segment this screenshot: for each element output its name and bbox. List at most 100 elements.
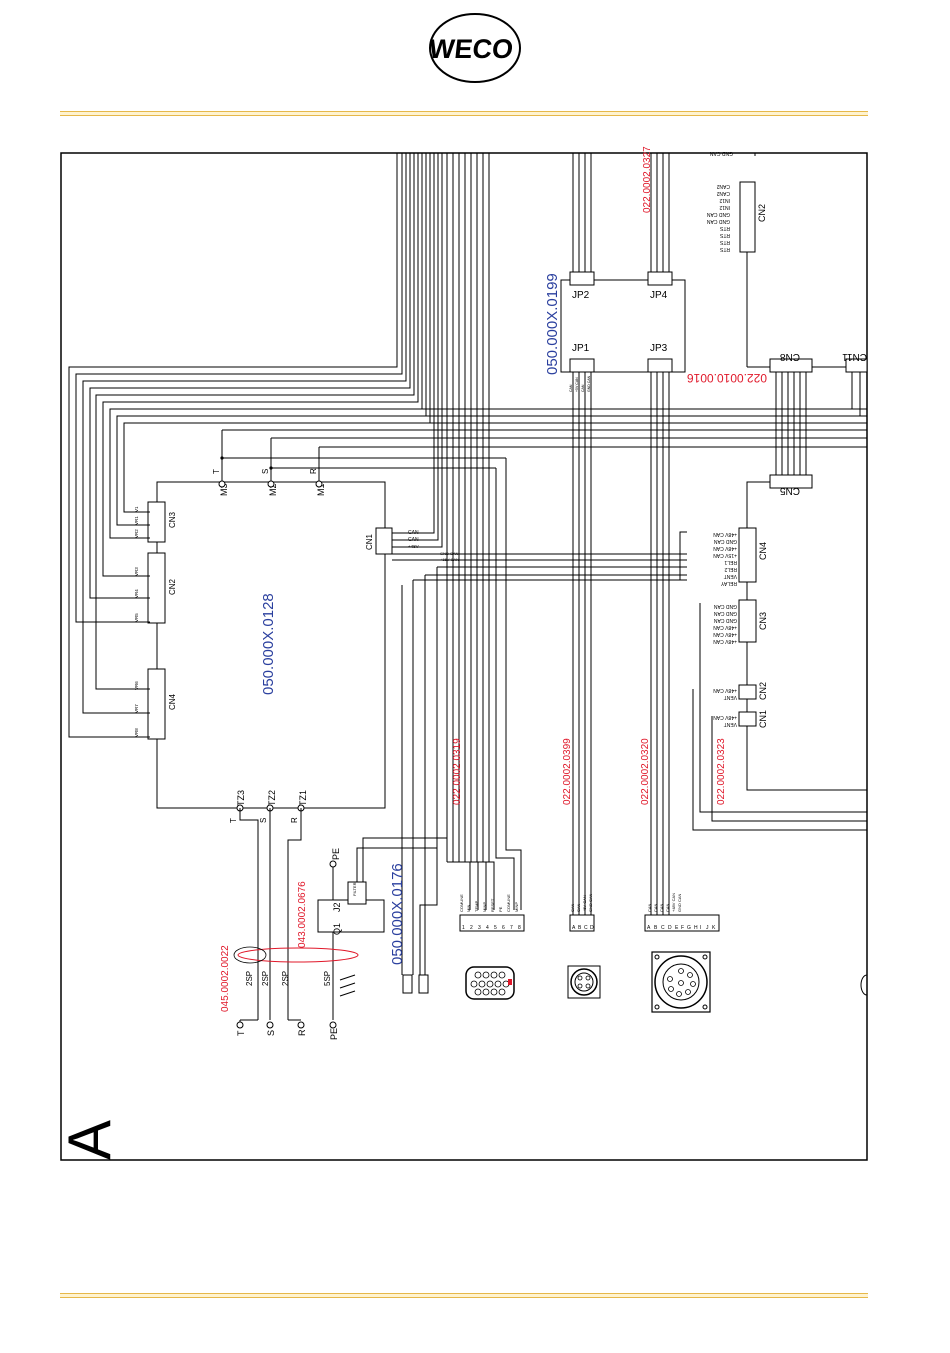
svg-text:VR4: VR4 — [134, 589, 139, 598]
svg-text:VR1: VR1 — [134, 516, 139, 525]
svg-text:CN3: CN3 — [758, 612, 768, 630]
svg-text:+48V CAN: +48V CAN — [713, 687, 737, 693]
svg-text:2SP: 2SP — [281, 971, 290, 986]
cable-0399-label: 022.0002.0399 — [562, 738, 573, 805]
svg-text:PE: PE — [329, 1028, 339, 1040]
svg-text:MINP: MINP — [514, 902, 519, 912]
svg-text:+48V CAN: +48V CAN — [713, 545, 737, 551]
svg-text:F: F — [681, 925, 684, 931]
svg-text:GND CAN: GND CAN — [714, 610, 737, 616]
svg-text:REL2: REL2 — [724, 566, 737, 572]
svg-text:+48V CAN: +48V CAN — [713, 714, 737, 720]
filter-board-part-number: 050.000X.0176 — [389, 863, 406, 965]
cable-0016-label: 022.0010.0016 — [687, 371, 767, 385]
weco-logo-text: WECO — [428, 33, 515, 64]
svg-text:GND CAN: GND CAN — [587, 375, 591, 392]
svg-text:I: I — [700, 925, 701, 931]
svg-text:CN11: CN11 — [842, 351, 867, 362]
svg-text:TZ2: TZ2 — [267, 790, 277, 806]
svg-text:+48V CAN: +48V CAN — [671, 893, 676, 912]
main-board-part-number: 050.000X.0128 — [260, 593, 277, 695]
svg-text:2SP: 2SP — [261, 971, 270, 986]
main-cn3: CN3 V1 VR1 VR2 — [134, 501, 177, 543]
svg-text:M2: M2 — [268, 483, 278, 496]
svg-text:G: G — [687, 925, 691, 931]
svg-text:CAN: CAN — [653, 903, 658, 912]
svg-text:RESET: RESET — [490, 898, 495, 912]
svg-text:IN12: IN12 — [719, 197, 730, 203]
svg-text:2SP: 2SP — [245, 971, 254, 986]
svg-text:7: 7 — [510, 925, 513, 931]
svg-text:S: S — [261, 469, 270, 474]
cable-0320-wires: 022.0002.0327 022.0002.0320 — [640, 146, 670, 915]
svg-text:VR6: VR6 — [134, 681, 139, 690]
right-cn1-small: CN1 +48V CAN VENT 022.0002.0323 — [711, 710, 867, 822]
svg-text:VENT: VENT — [724, 573, 737, 579]
svg-text:T: T — [212, 469, 221, 474]
core-0676-label: 043.0002.0676 — [297, 881, 308, 948]
svg-text:CAN: CAN — [581, 384, 585, 392]
svg-text:MIN: MIN — [466, 905, 471, 912]
svg-text:VR3: VR3 — [134, 567, 139, 576]
svg-text:PE: PE — [331, 848, 341, 860]
motor-terminals: M3 M2 M1 T S R — [212, 430, 326, 496]
svg-text:VR7: VR7 — [134, 704, 139, 713]
svg-text:JP3: JP3 — [650, 343, 668, 354]
svg-text:CAN: CAN — [570, 903, 575, 912]
filter-board: 050.000X.0176 PE J2 Q1 FILTER — [317, 837, 447, 1020]
svg-text:IN12: IN12 — [719, 204, 730, 210]
right-cn3: CN3 GND CAN GND CAN GND CAN +48V CAN +48… — [699, 599, 867, 813]
svg-text:K: K — [712, 925, 716, 931]
svg-text:A: A — [647, 925, 651, 931]
svg-text:GND CAN: GND CAN — [714, 617, 737, 623]
svg-text:REL1: REL1 — [724, 559, 737, 565]
svg-text:H: H — [694, 925, 698, 931]
svg-text:CN4: CN4 — [168, 693, 177, 710]
small-terminals — [402, 974, 429, 994]
svg-text:S: S — [259, 818, 268, 823]
svg-text:C: C — [584, 925, 588, 931]
cable-0327-label: 022.0002.0327 — [642, 146, 653, 213]
svg-text:JP4: JP4 — [650, 290, 668, 301]
svg-text:FILTER: FILTER — [352, 882, 357, 896]
svg-text:R: R — [309, 468, 318, 474]
sheet-letter: A — [56, 1120, 123, 1160]
svg-text:6: 6 — [502, 925, 505, 931]
svg-text:RTS: RTS — [719, 246, 730, 252]
svg-text:CAN: CAN — [569, 384, 573, 392]
svg-text:GND CAN: GND CAN — [588, 893, 593, 912]
svg-text:S: S — [266, 1030, 276, 1036]
svg-text:COMUNE: COMUNE — [506, 894, 511, 912]
svg-text:3: 3 — [478, 925, 481, 931]
svg-text:C: C — [661, 925, 665, 931]
svg-text:CAN: CAN — [647, 903, 652, 912]
cable-0319-label: 022.0002.0319 — [452, 738, 463, 805]
svg-text:+15V CAN: +15V CAN — [713, 552, 737, 558]
svg-text:+48V CAN: +48V CAN — [713, 638, 737, 644]
jp4: JP4 — [647, 271, 673, 301]
jp-board-part-number: 050.000X.0199 — [544, 273, 561, 375]
cable-0323-label: 022.0002.0323 — [716, 738, 727, 805]
svg-text:CN3: CN3 — [168, 511, 177, 528]
svg-text:Q1: Q1 — [332, 923, 342, 935]
cable-0399-wires: 022.0002.0399 — [562, 153, 592, 915]
svg-text:+48V CAN: +48V CAN — [713, 631, 737, 637]
svg-text:VR2: VR2 — [134, 529, 139, 538]
svg-text:CN1: CN1 — [758, 710, 768, 728]
header-rule — [60, 111, 868, 116]
jp-board: 050.000X.0199 JP1 JP2 JP3 JP4 CAN +5V CA… — [544, 271, 686, 392]
svg-text:PE: PE — [498, 906, 503, 912]
svg-text:GND CAN: GND CAN — [677, 893, 682, 912]
svg-text:+5V CAN: +5V CAN — [582, 895, 587, 912]
svg-text:VENT: VENT — [724, 721, 737, 727]
svg-text:CAN: CAN — [576, 903, 581, 912]
right-cn8: CN8 — [746, 252, 867, 475]
cable-0320-label: 022.0002.0320 — [640, 738, 651, 805]
jp2: JP2 — [569, 271, 595, 301]
svg-text:GND CAN: GND CAN — [707, 218, 730, 224]
svg-text:TZ1: TZ1 — [298, 790, 308, 806]
connector-4pin: CAN CAN +5V CAN GND CAN A B C D — [567, 893, 601, 999]
svg-text:CAN2: CAN2 — [716, 183, 730, 189]
svg-text:R: R — [297, 1029, 307, 1036]
